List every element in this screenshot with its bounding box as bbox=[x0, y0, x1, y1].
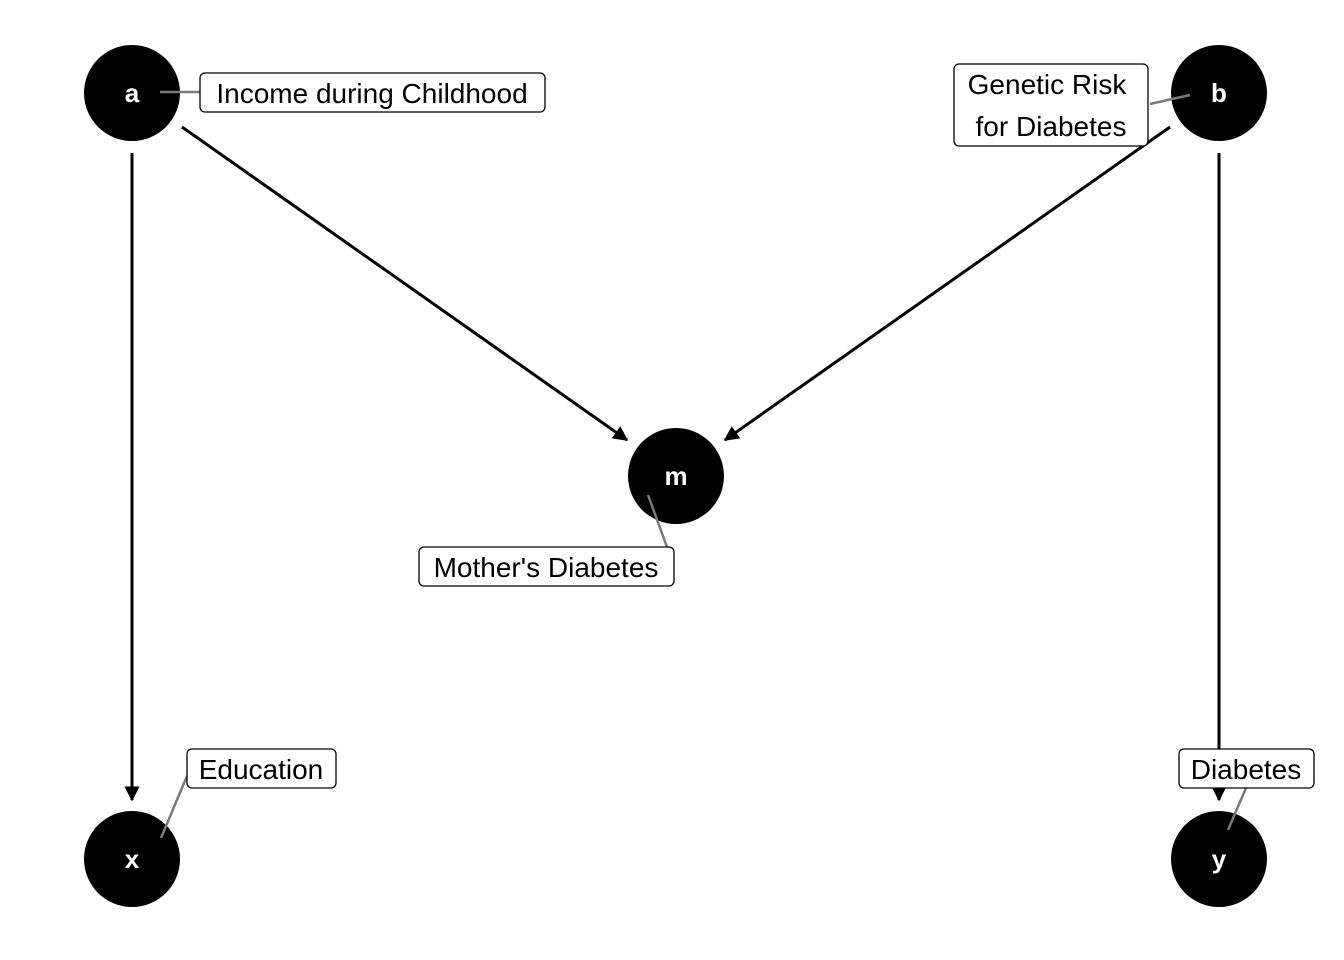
node-x-circle bbox=[84, 811, 180, 907]
label-x-text: Education bbox=[199, 754, 324, 785]
node-m-letter: m bbox=[664, 461, 687, 491]
label-y: Diabetes bbox=[1178, 748, 1315, 789]
node-m-circle bbox=[628, 428, 724, 524]
label-b-text-line2: for Diabetes bbox=[976, 111, 1127, 142]
node-b: b bbox=[1171, 45, 1267, 141]
node-a-letter: a bbox=[125, 78, 140, 108]
label-x-box bbox=[186, 748, 337, 789]
label-m: Mother's Diabetes bbox=[418, 546, 675, 587]
label-x: Education bbox=[186, 748, 337, 789]
edges bbox=[124, 125, 1227, 802]
label-m-box bbox=[418, 546, 675, 587]
leader-m bbox=[646, 494, 669, 548]
label-b-text-line1: Genetic Risk bbox=[968, 69, 1128, 100]
label-y-text: Diabetes bbox=[1191, 754, 1302, 785]
label-a: Income during Childhood bbox=[199, 72, 546, 113]
node-y: y bbox=[1171, 811, 1267, 907]
node-b-letter: b bbox=[1211, 78, 1227, 108]
label-b: Genetic Risk for Diabetes bbox=[953, 63, 1149, 147]
node-y-letter: y bbox=[1212, 844, 1227, 874]
node-m: m bbox=[628, 428, 724, 524]
node-a-circle bbox=[84, 45, 180, 141]
label-b-box bbox=[953, 63, 1149, 147]
leader-b bbox=[1149, 93, 1191, 106]
edge-a-m bbox=[181, 125, 629, 442]
label-m-text: Mother's Diabetes bbox=[434, 552, 659, 583]
label-y-box bbox=[1178, 748, 1315, 789]
label-leaders bbox=[159, 90, 1248, 839]
node-a: a bbox=[84, 45, 180, 141]
edge-b-m bbox=[723, 125, 1171, 442]
leader-y bbox=[1226, 787, 1248, 831]
label-a-box bbox=[199, 72, 546, 113]
node-b-circle bbox=[1171, 45, 1267, 141]
leader-x bbox=[159, 775, 189, 839]
node-y-circle bbox=[1171, 811, 1267, 907]
node-x-letter: x bbox=[125, 844, 140, 874]
node-x: x bbox=[84, 811, 180, 907]
label-a-text: Income during Childhood bbox=[216, 78, 527, 109]
